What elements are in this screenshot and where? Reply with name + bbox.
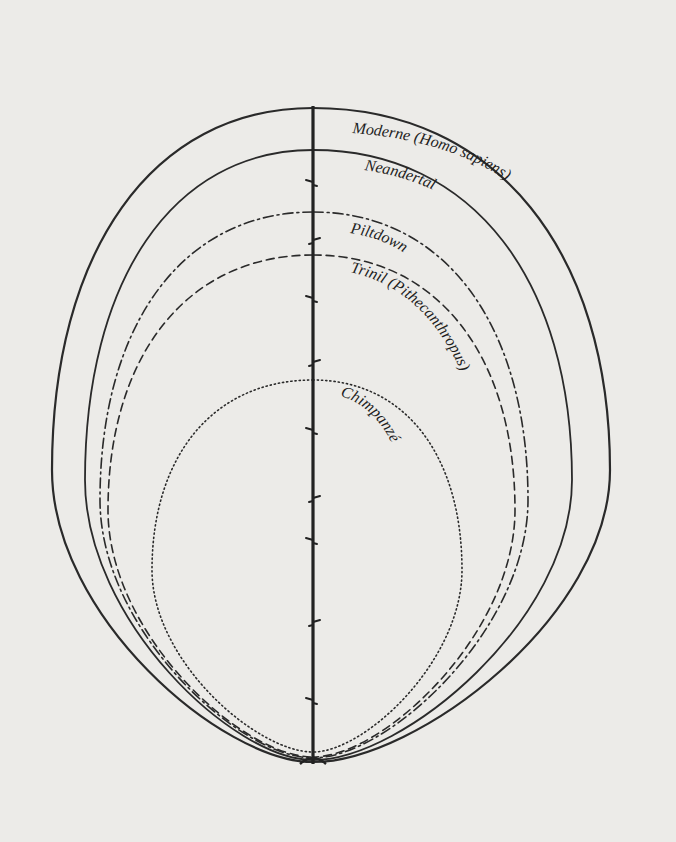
trinil-outline xyxy=(108,255,313,757)
modern-outline xyxy=(313,108,610,762)
piltdown-outline xyxy=(100,212,313,758)
trinil-outline xyxy=(313,255,515,757)
specimen-label: Piltdown xyxy=(349,219,412,255)
suture-nub xyxy=(306,296,317,302)
suture-nub xyxy=(306,538,317,544)
chimpanzee-outline xyxy=(152,380,313,752)
modern-outline xyxy=(52,108,313,762)
suture-nub xyxy=(306,428,317,434)
specimen-label: Trinil (Pithecanthropus) xyxy=(349,258,474,373)
label-text: Neandertal xyxy=(363,156,440,193)
piltdown-outline xyxy=(313,212,528,758)
occipital-notch xyxy=(300,758,326,764)
neandertal-outline xyxy=(85,150,313,760)
suture-nub xyxy=(306,180,317,186)
label-text: Piltdown xyxy=(349,219,412,255)
label-text: Trinil (Pithecanthropus) xyxy=(349,258,474,373)
midline xyxy=(311,106,314,764)
label-text: Chimpanzé xyxy=(339,383,404,445)
neandertal-outline xyxy=(313,150,572,760)
suture-nub xyxy=(309,620,320,626)
specimen-label: Neandertal xyxy=(363,156,440,193)
suture-nub xyxy=(306,698,317,704)
chimpanzee-outline xyxy=(313,380,462,752)
specimen-label: Chimpanzé xyxy=(339,383,404,445)
suture-nub xyxy=(309,238,320,244)
suture-nub xyxy=(309,360,320,366)
suture-nub xyxy=(309,496,320,502)
